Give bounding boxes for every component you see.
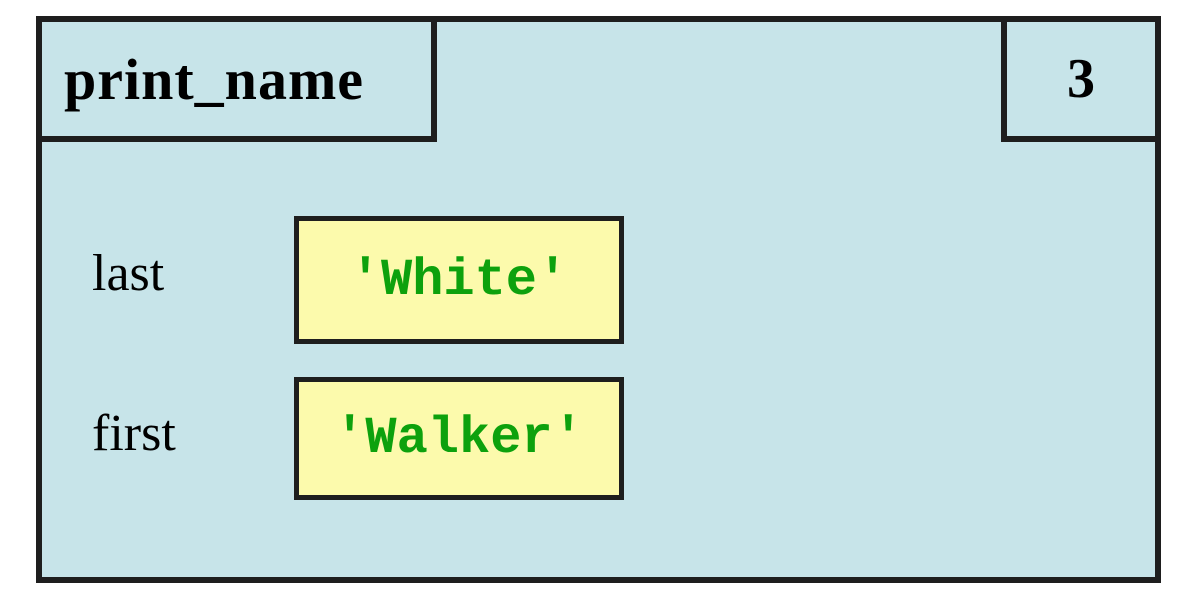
variable-name-last: last (92, 245, 165, 302)
function-name-label: print_name (64, 46, 364, 112)
variable-name-first: first (92, 405, 176, 462)
line-number: 3 (1067, 48, 1095, 110)
frame-tab: print_name (36, 16, 437, 142)
variable-value-box-first: 'Walker' (294, 377, 624, 500)
variable-value-box-last: 'White' (294, 216, 624, 344)
line-number-box: 3 (1001, 16, 1161, 142)
variable-value-first: 'Walker' (334, 409, 584, 468)
variable-value-last: 'White' (349, 250, 569, 310)
